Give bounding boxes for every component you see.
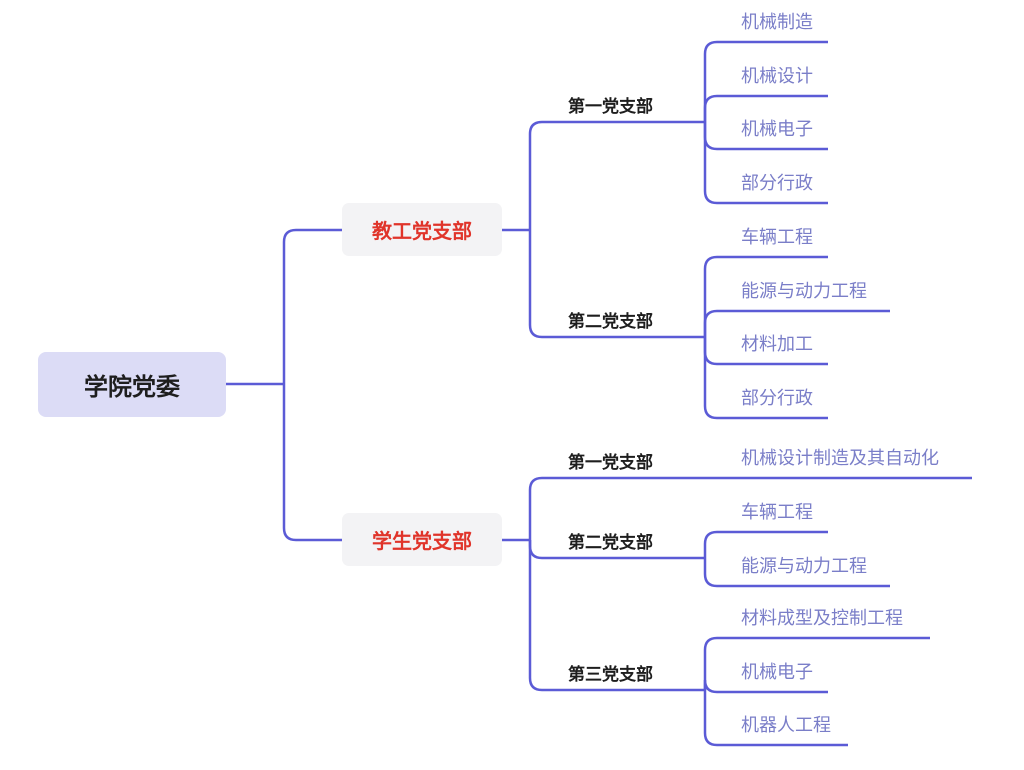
sub-branch-connector [528, 230, 705, 339]
leaf-label[interactable]: 车辆工程 [741, 502, 813, 523]
leaf-connector [703, 122, 828, 205]
sub-branch-connector [528, 476, 705, 540]
leaf-connector [703, 40, 828, 122]
sub-branch-label[interactable]: 第二党支部 [568, 533, 653, 553]
leaf-connector [703, 255, 828, 337]
leaf-label[interactable]: 机械电子 [741, 662, 813, 683]
branch-label: 学生党支部 [372, 529, 472, 553]
leaf-label[interactable]: 部分行政 [741, 388, 813, 409]
sub-branch-label[interactable]: 第三党支部 [568, 665, 653, 685]
branch-node[interactable]: 教工党支部 [342, 203, 502, 256]
sub-branch-label[interactable]: 第二党支部 [568, 312, 653, 332]
leaf-label[interactable]: 车辆工程 [741, 227, 813, 248]
branch-connector [282, 228, 342, 384]
leaf-connector [703, 337, 828, 420]
root-label: 学院党委 [84, 373, 180, 401]
leaf-label[interactable]: 机械设计制造及其自动化 [741, 448, 939, 469]
leaf-label[interactable]: 机械设计 [741, 66, 813, 87]
leaf-connector [703, 636, 930, 690]
leaf-connector [703, 530, 828, 558]
leaf-label[interactable]: 能源与动力工程 [741, 556, 867, 577]
branch-connector [282, 384, 342, 542]
sub-branch-connector [528, 540, 705, 692]
leaf-label[interactable]: 部分行政 [741, 173, 813, 194]
sub-branch-connector [528, 120, 705, 230]
branch-node[interactable]: 学生党支部 [342, 513, 502, 566]
leaf-label[interactable]: 材料成型及控制工程 [741, 608, 903, 629]
leaf-connector [703, 558, 890, 588]
leaf-label[interactable]: 机器人工程 [741, 715, 831, 736]
leaf-label[interactable]: 机械电子 [741, 119, 813, 140]
leaf-connector [703, 309, 890, 337]
leaf-connector [703, 94, 828, 122]
leaf-label[interactable]: 材料加工 [741, 334, 813, 355]
branch-label: 教工党支部 [372, 219, 472, 243]
leaf-label[interactable]: 机械制造 [741, 12, 813, 33]
leaf-connector [703, 690, 848, 747]
leaf-connector [703, 679, 828, 694]
root-node[interactable]: 学院党委 [38, 352, 226, 417]
sub-branch-label[interactable]: 第一党支部 [568, 453, 653, 473]
leaf-label[interactable]: 能源与动力工程 [741, 281, 867, 302]
sub-branch-label[interactable]: 第一党支部 [568, 97, 653, 117]
